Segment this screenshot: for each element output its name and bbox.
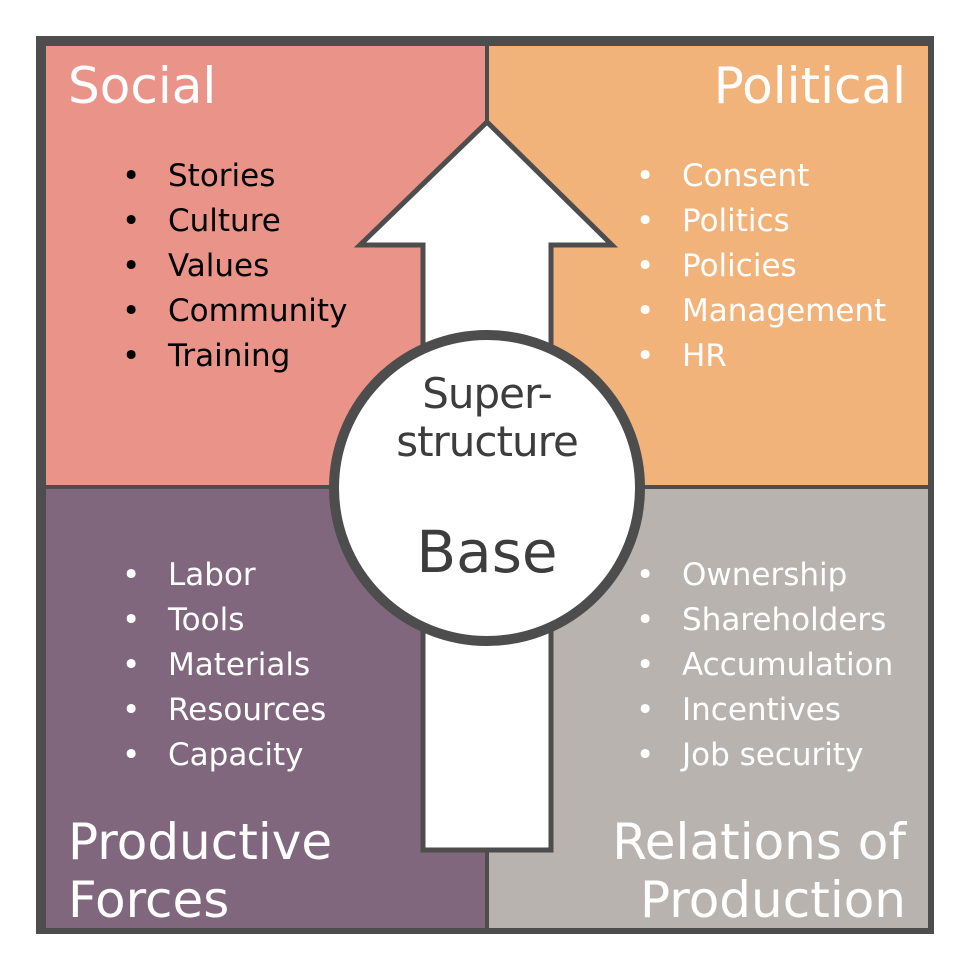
list-item: Job security (636, 733, 893, 778)
list-item: Stories (122, 154, 347, 199)
political-title-wrap: Political (489, 46, 928, 485)
list-item: Politics (636, 199, 886, 244)
list-item: Accumulation (636, 643, 893, 688)
list-item: Tools (122, 598, 326, 643)
quadrant-title-relations-of-production: Relations of Production (612, 813, 906, 929)
social-title-wrap: Social (46, 46, 485, 485)
list-item: Materials (122, 643, 326, 688)
list-item: Community (122, 289, 347, 334)
list-item: Policies (636, 244, 886, 289)
productive-forces-list: Labor Tools Materials Resources Capacity (122, 553, 326, 778)
quadrant-title-productive-forces: Productive Forces (68, 813, 332, 929)
base-label: Base (416, 518, 558, 586)
list-item: Values (122, 244, 347, 289)
list-item: HR (636, 334, 886, 379)
quadrant-title-political: Political (713, 57, 906, 115)
list-item: Ownership (636, 553, 893, 598)
productive-title-line-1: Productive (68, 813, 333, 871)
relations-title-line-2: Production (639, 871, 906, 929)
list-item: Labor (122, 553, 326, 598)
relations-title-wrap: Relations of Production (489, 489, 928, 929)
list-item: Incentives (636, 688, 893, 733)
relations-of-production-list: Ownership Shareholders Accumulation Ince… (636, 553, 893, 778)
list-item: Shareholders (636, 598, 893, 643)
list-item: Training (122, 334, 347, 379)
center-circle (329, 330, 645, 646)
political-list: Consent Politics Policies Management HR (636, 154, 886, 379)
relations-title-line-1: Relations of (612, 813, 906, 871)
superstructure-label: Super- structure (329, 370, 645, 466)
quadrant-title-social: Social (68, 57, 217, 115)
list-item: Culture (122, 199, 347, 244)
list-item: Capacity (122, 733, 326, 778)
list-item: Consent (636, 154, 886, 199)
list-item: Resources (122, 688, 326, 733)
productive-title-line-2: Forces (68, 871, 230, 929)
superstructure-line-2: structure (396, 417, 579, 466)
superstructure-line-1: Super- (422, 369, 553, 418)
list-item: Management (636, 289, 886, 334)
social-list: Stories Culture Values Community Trainin… (122, 154, 347, 379)
productive-title-wrap: Productive Forces (46, 489, 485, 929)
